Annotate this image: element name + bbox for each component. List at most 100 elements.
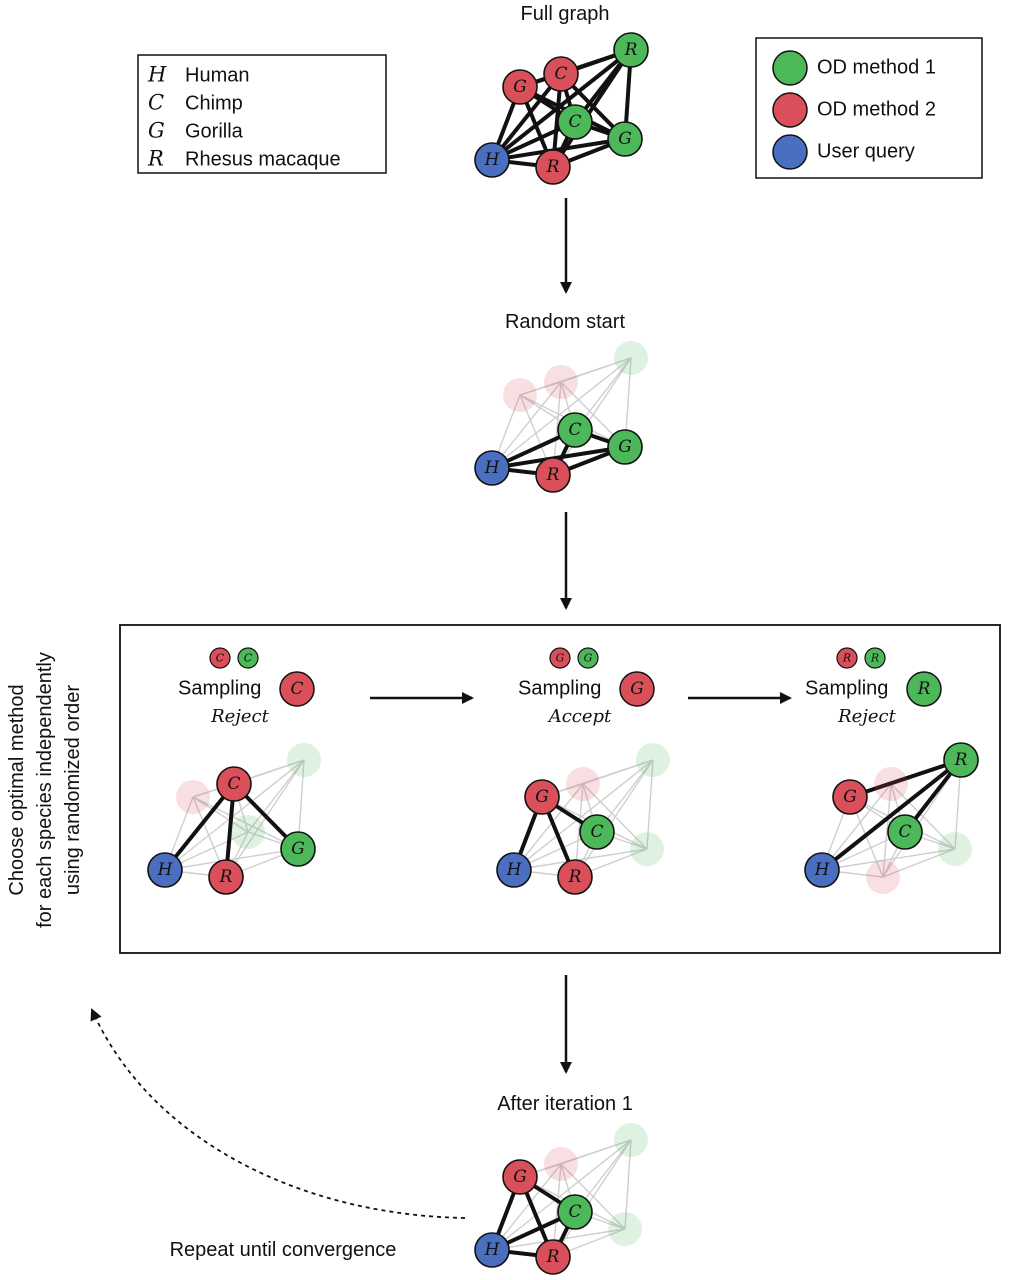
graph-node-r-inactive — [614, 1123, 648, 1157]
graph-edge-faint — [882, 783, 892, 878]
sampling-decision: Reject — [210, 706, 270, 727]
legend-swatch-3 — [772, 134, 808, 170]
graph-node-r-active — [535, 1239, 571, 1275]
graph-node-c-active — [579, 814, 615, 850]
graph-edge-faint — [491, 357, 632, 469]
repeat-label: Repeat until convergence — [170, 1239, 397, 1261]
graph-edge-faint — [552, 1139, 632, 1258]
graph-node-c-active — [543, 56, 579, 92]
species-symbol-c: C — [148, 91, 164, 115]
sampling-selected-label: C — [290, 679, 303, 699]
graph-node-label: C — [590, 822, 603, 842]
species-symbol-g: G — [148, 119, 165, 143]
graph-node-h-active — [147, 852, 183, 888]
graph-node-g-inactive — [608, 1212, 642, 1246]
candidate-red-label: R — [842, 652, 851, 665]
graph-node-label: G — [513, 77, 527, 97]
sampling-selected-label: G — [630, 679, 644, 699]
graph-node-label: C — [554, 64, 567, 84]
sampling-selected-node — [619, 671, 655, 707]
candidate-red-node — [209, 647, 231, 669]
graph-node-g-inactive — [503, 378, 537, 412]
graph-node-c-active — [887, 814, 923, 850]
sampling-label: Sampling — [805, 677, 888, 699]
graph-node-label: G — [843, 787, 857, 807]
graph-node-label: H — [814, 860, 831, 880]
side-label-line-1: Choose optimal method — [6, 684, 28, 895]
sampling-selected-node — [279, 671, 315, 707]
graph-edge-faint — [582, 759, 654, 785]
legend-label-1: OD method 1 — [817, 56, 936, 78]
species-symbol-r: R — [147, 147, 164, 171]
legend-swatch-1 — [772, 50, 808, 86]
graph-edge-faint — [624, 1139, 632, 1230]
species-name-g: Gorilla — [185, 120, 244, 142]
graph-edge-faint — [574, 759, 654, 878]
graph-edge-faint — [225, 759, 305, 878]
graph-node-h-active — [474, 1232, 510, 1268]
graph-edge-active — [820, 758, 963, 872]
graph-node-g-active — [280, 831, 316, 867]
graph-node-h-active — [474, 450, 510, 486]
graph-node-label: G — [535, 787, 549, 807]
graph-node-c-inactive — [544, 1147, 578, 1181]
graph-node-label: R — [219, 867, 233, 887]
graph-node-g-active — [502, 1159, 538, 1195]
graph-edge-active — [163, 782, 236, 872]
graph-node-label: R — [624, 40, 638, 60]
graph-edge-faint — [164, 848, 299, 871]
graph-node-c-active — [557, 412, 593, 448]
iteration-box — [119, 624, 1001, 954]
side-label-line-3: using randomized order — [62, 685, 84, 895]
graph-edge-faint — [513, 848, 648, 871]
graph-edge-faint — [247, 759, 305, 833]
candidate-green-label: C — [244, 652, 253, 665]
graph-node-r-active — [943, 742, 979, 778]
side-label-line-2: for each species independently — [34, 652, 56, 928]
graph-edge-faint — [882, 848, 956, 878]
graph-edge-faint — [560, 357, 632, 383]
legend-swatch-2 — [772, 92, 808, 128]
graph-node-r-active — [535, 457, 571, 493]
graph-node-c-inactive — [566, 767, 600, 801]
title-random-start: Random start — [505, 311, 625, 333]
sampling-decision: Accept — [547, 706, 612, 727]
graph-node-h-active — [804, 852, 840, 888]
candidate-red-label: G — [556, 652, 565, 665]
graph-edge-faint — [192, 796, 249, 833]
graph-node-c-inactive — [231, 815, 265, 849]
graph-node-g-inactive — [630, 832, 664, 866]
graph-node-g-active — [607, 121, 643, 157]
graph-edge-faint — [164, 759, 305, 871]
graph-node-r-active — [557, 859, 593, 895]
graph-node-c-inactive — [874, 767, 908, 801]
sampling-selected-label: R — [917, 679, 931, 699]
graph-node-r-active — [613, 32, 649, 68]
graph-node-label: C — [568, 112, 581, 132]
graph-node-g-active — [832, 779, 868, 815]
graph-node-c-active — [216, 766, 252, 802]
side-label: Choose optimal method for each species i… — [6, 652, 84, 928]
species-name-c: Chimp — [185, 92, 243, 114]
graph-edge-faint — [491, 1163, 562, 1251]
graph-node-label: C — [227, 774, 240, 794]
graph-edge-faint — [560, 1163, 626, 1230]
graph-node-label: C — [898, 822, 911, 842]
graph-edge-faint — [890, 783, 956, 850]
graph-node-g-active — [524, 779, 560, 815]
graph-node-c-active — [557, 104, 593, 140]
sampling-decision: Reject — [837, 706, 897, 727]
graph-node-r-active — [535, 149, 571, 185]
graph-edge-faint — [582, 783, 648, 850]
candidate-green-node — [237, 647, 259, 669]
graph-node-c-inactive — [544, 365, 578, 399]
candidate-green-label: R — [870, 652, 879, 665]
graph-node-label: R — [954, 750, 968, 770]
legend-label-3: User query — [817, 140, 915, 162]
graph-node-g-inactive — [176, 780, 210, 814]
